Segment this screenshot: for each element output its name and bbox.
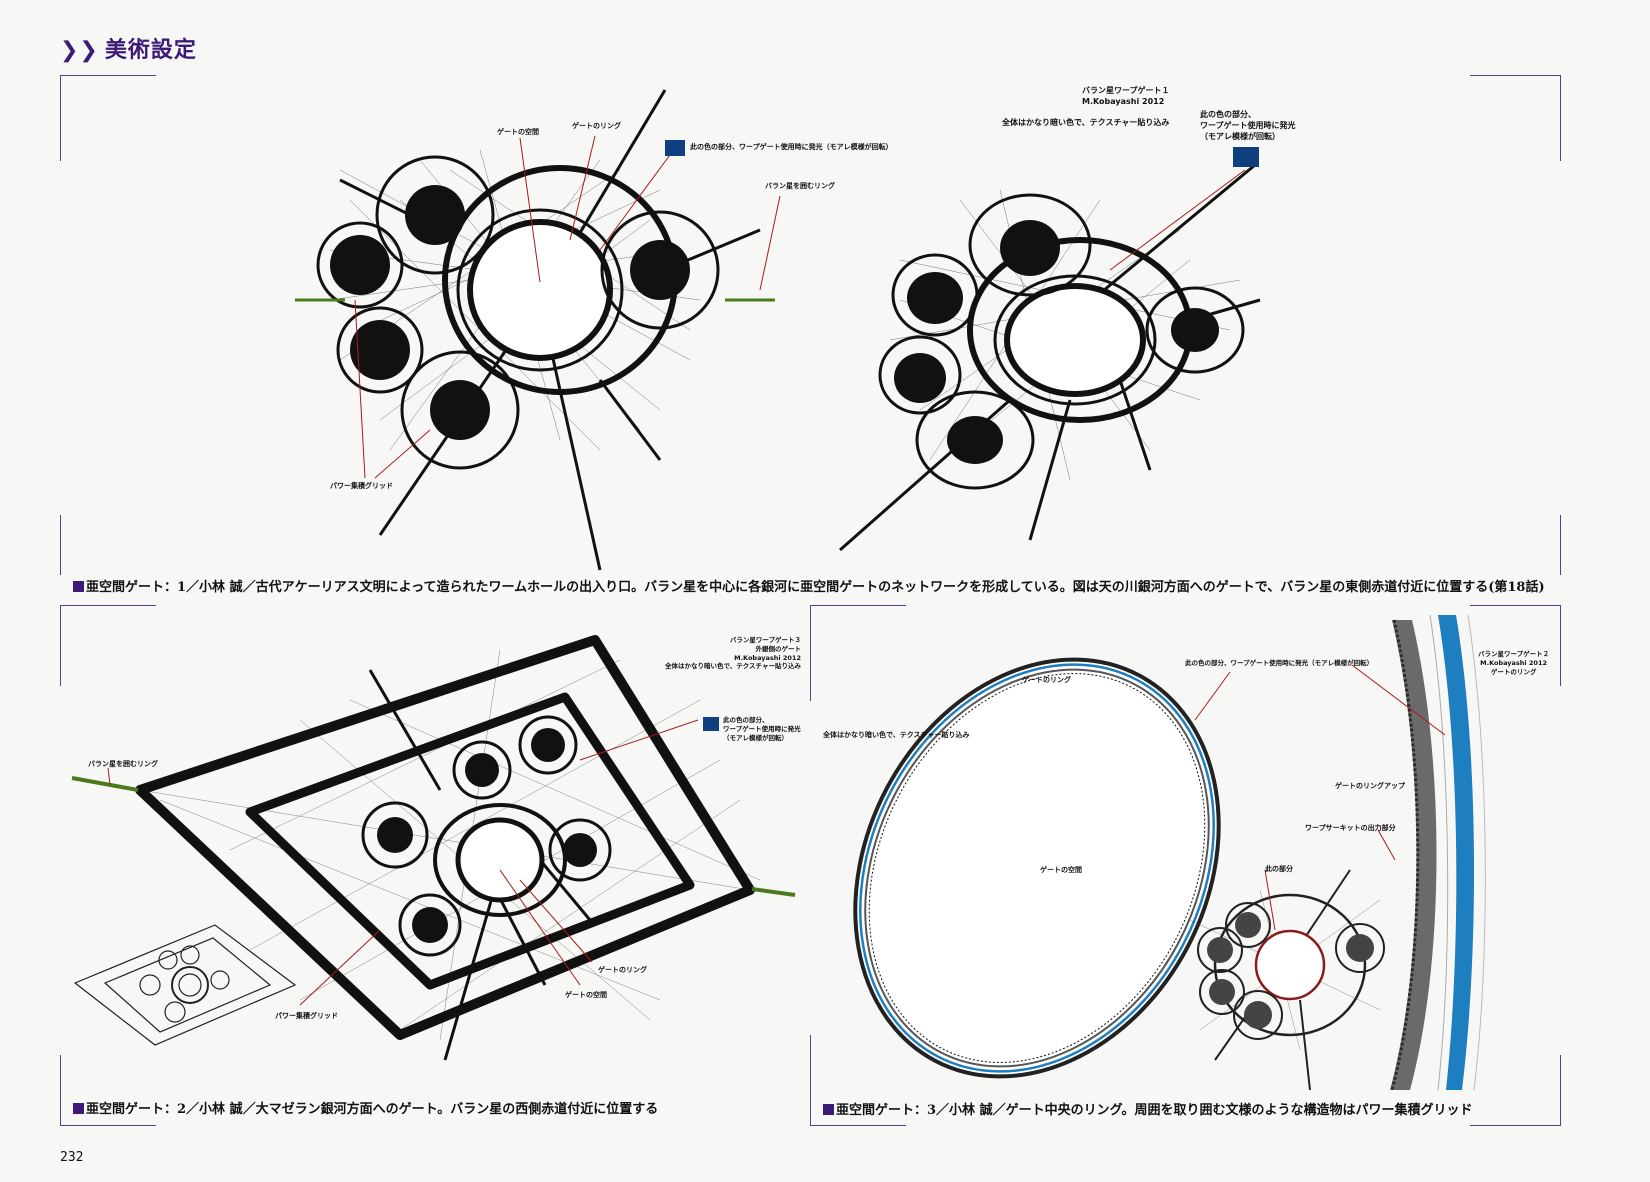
gate3-label-gate-ring: ゲートのリング — [598, 966, 647, 974]
section-title: ❯❯美術設定 — [60, 32, 197, 64]
gate3-color-note: 此の色の部分、 ワープゲート使用時に発光 （モアレ模様が回転） — [723, 716, 801, 742]
gate4-label-gate-ring: ゲートのリング — [1022, 676, 1071, 684]
gate2-credit-line-2: M.Kobayashi 2012 — [1082, 96, 1165, 106]
frame-corner-bottom-right — [1470, 1055, 1561, 1126]
caption-gate-2: 亜空間ゲート：2／小林 誠／大マゼラン銀河方面へのゲート。バラン星の西側赤道付近… — [73, 1098, 658, 1117]
gate2-credit: バラン星ワープゲート１ M.Kobayashi 2012 — [1082, 86, 1170, 108]
gate1-label-surround-ring: バラン星を囲むリング — [765, 182, 835, 190]
gate3-color-note-line-2: ワープゲート使用時に発光 — [723, 724, 801, 733]
gate3-color-note-line-1: 此の色の部分、 — [723, 716, 769, 724]
frame-corner-bottom-center — [810, 1035, 906, 1126]
gate4-credit-line-1: バラン星ワープゲート２ — [1478, 650, 1550, 658]
gate4-label-texture-note: 全体はかなり暗い色で、テクスチャー貼り込み — [823, 731, 970, 739]
caption-square-icon — [73, 1103, 84, 1114]
frame-left-mid — [60, 515, 61, 575]
gate2-credit-line-1: バラン星ワープゲート１ — [1082, 86, 1170, 95]
gate4-label-this-part: 此の部分 — [1265, 865, 1293, 873]
gate3-color-swatch — [703, 717, 719, 731]
frame-corner-top-right — [1470, 75, 1561, 161]
gate4-credit: バラン星ワープゲート２ M.Kobayashi 2012 ゲートのリング — [1478, 650, 1549, 676]
double-chevron-right-icon: ❯❯ — [60, 38, 99, 63]
caption-gate-2-text: 亜空間ゲート：2／小林 誠／大マゼラン銀河方面へのゲート。バラン星の西側赤道付近… — [86, 1102, 659, 1117]
gate1-color-swatch — [665, 140, 685, 156]
gate1-label-power-grid: パワー集積グリッド — [330, 482, 393, 490]
gate2-texture-note: 全体はかなり暗い色で、テクスチャー貼り込み — [1002, 118, 1170, 127]
gate2-color-note-line-2: ワープゲート使用時に発光 — [1200, 120, 1296, 130]
caption-gate-1: 亜空間ゲート：1／小林 誠／古代アケーリアス文明によって造られたワームホールの出… — [73, 576, 1545, 595]
gate3-credit-line-2: 外銀側のゲート — [755, 644, 801, 653]
frame-corner-mid-right — [1470, 605, 1561, 686]
gate2-color-note-line-1: 此の色の部分、 — [1200, 110, 1256, 119]
gate3-label-power-grid: パワー集積グリッド — [275, 1012, 338, 1020]
section-title-text: 美術設定 — [104, 38, 197, 63]
gate2-color-note-line-3: （モアレ模様が回転） — [1200, 131, 1280, 141]
gate3-label-gate-space: ゲートの空間 — [565, 991, 607, 999]
frame-corner-top-left — [60, 75, 156, 161]
caption-gate-3-text: 亜空間ゲート：3／小林 誠／ゲート中央のリング。周囲を取り囲む文様のような構造物… — [836, 1103, 1473, 1118]
gate4-label-color-note: 此の色の部分、ワープゲート使用時に発光（モアレ模様が回転） — [1185, 659, 1374, 667]
gate1-label-gate-space: ゲートの空間 — [497, 128, 539, 136]
frame-corner-mid-center — [810, 605, 906, 701]
frame-corner-mid-left — [60, 605, 156, 686]
caption-square-icon — [73, 581, 84, 592]
gate2-color-swatch — [1233, 147, 1259, 167]
gate1-label-color-note: 此の色の部分、ワープゲート使用時に発光（モアレ模様が回転） — [690, 143, 893, 151]
gate3-credit-line-3: M.Kobayashi 2012 — [734, 653, 801, 662]
gate4-label-warp-circuit: ワープサーキットの出力部分 — [1305, 824, 1396, 832]
frame-right-mid — [1560, 515, 1561, 575]
caption-gate-1-text: 亜空間ゲート：1／小林 誠／古代アケーリアス文明によって造られたワームホールの出… — [86, 580, 1545, 595]
gate4-label-gate-space: ゲートの空間 — [1040, 866, 1082, 874]
caption-gate-3: 亜空間ゲート：3／小林 誠／ゲート中央のリング。周囲を取り囲む文様のような構造物… — [823, 1099, 1473, 1118]
gate2-color-note: 此の色の部分、 ワープゲート使用時に発光 （モアレ模様が回転） — [1200, 110, 1296, 142]
gate1-label-gate-ring: ゲートのリング — [572, 122, 621, 130]
gate4-credit-line-3: ゲートのリング — [1490, 667, 1537, 676]
gate3-label-surround-ring: バラン星を囲むリング — [88, 760, 158, 768]
gate4-label-ring-up: ゲートのリングアップ — [1335, 782, 1405, 790]
frame-corner-bottom-left — [60, 1055, 156, 1126]
gate4-credit-line-2: M.Kobayashi 2012 — [1480, 658, 1547, 667]
caption-square-icon — [823, 1104, 834, 1115]
gate3-credit-line-1: バラン星ワープゲート３ — [729, 636, 801, 644]
gate3-color-note-line-3: （モアレ模様が回転） — [723, 733, 788, 742]
gate3-credit-line-4: 全体はかなり暗い色で、テクスチャー貼り込み — [665, 662, 801, 671]
page-number: 232 — [60, 1150, 84, 1165]
gate3-credit: バラン星ワープゲート３ 外銀側のゲート M.Kobayashi 2012 全体は… — [665, 636, 801, 671]
